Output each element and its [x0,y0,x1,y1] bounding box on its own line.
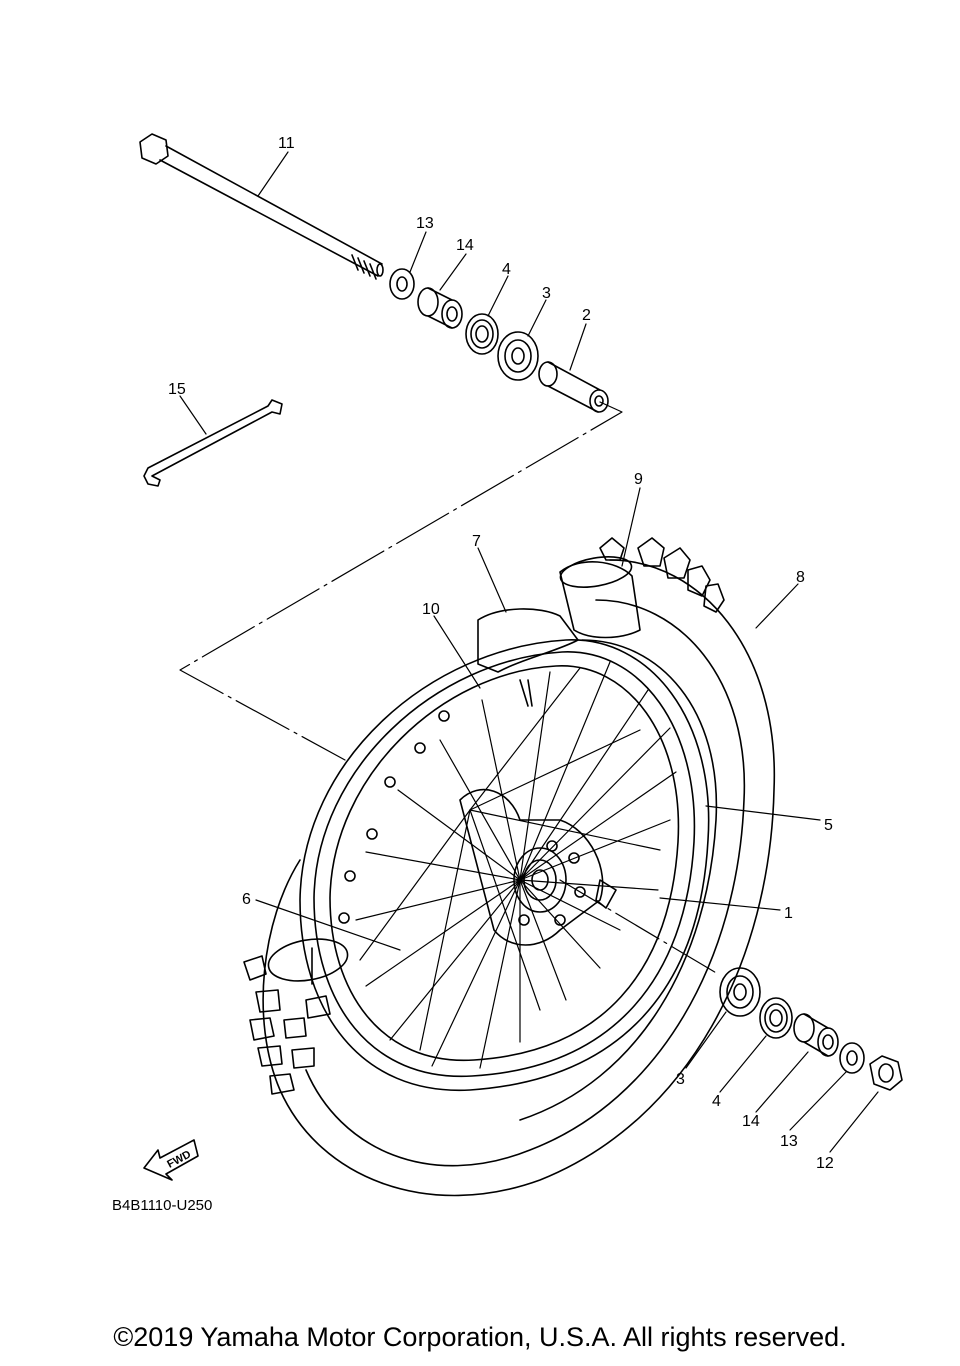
diagram-code: B4B1110-U250 [112,1197,212,1214]
callout-14-upper: 14 [456,237,474,254]
callout-15: 15 [168,381,186,398]
collar-upper [417,287,463,329]
front-wheel-exploded-diagram: 11 13 14 4 3 2 15 9 7 8 10 5 1 6 3 4 14 … [112,133,903,1214]
callout-3-upper: 3 [542,285,551,302]
bearing-upper [497,331,539,381]
bearing-lower [719,967,761,1017]
tire-bead-section [267,938,349,985]
callout-14-lower: 14 [742,1113,760,1130]
callout-3-lower: 3 [676,1071,685,1088]
callout-13-upper: 13 [416,215,434,232]
rim [299,639,710,1091]
assembly-line [179,401,623,761]
callout-4-lower: 4 [712,1093,721,1110]
washer-upper [389,268,415,300]
rim-band [477,608,579,673]
hub [459,788,617,946]
axle-nut [869,1055,903,1091]
callout-6: 6 [242,891,251,908]
tire [243,537,776,1197]
washer-lower [839,1042,865,1074]
callout-2: 2 [582,307,591,324]
leader-lines [179,151,879,1153]
callout-11: 11 [278,135,295,152]
callout-5: 5 [824,817,833,834]
fwd-arrow-icon [143,1139,199,1181]
rim-lock [519,679,533,707]
callout-8: 8 [796,569,805,586]
spacer [538,361,609,413]
collar-lower [793,1013,839,1057]
front-axle [139,133,384,280]
spokes [355,661,677,1069]
callout-4-upper: 4 [502,261,511,278]
copyright-notice: ©2019 Yamaha Motor Corporation, U.S.A. A… [113,1322,847,1352]
callout-12: 12 [816,1155,834,1172]
callout-1: 1 [784,905,793,922]
tube-valve [559,556,641,639]
oil-seal-upper [465,313,499,355]
callout-9: 9 [634,471,643,488]
callout-7: 7 [472,533,481,550]
oil-seal-lower [759,997,793,1039]
callout-13-lower: 13 [780,1133,798,1150]
spoke-wrench [143,399,283,487]
callout-10: 10 [422,601,440,618]
